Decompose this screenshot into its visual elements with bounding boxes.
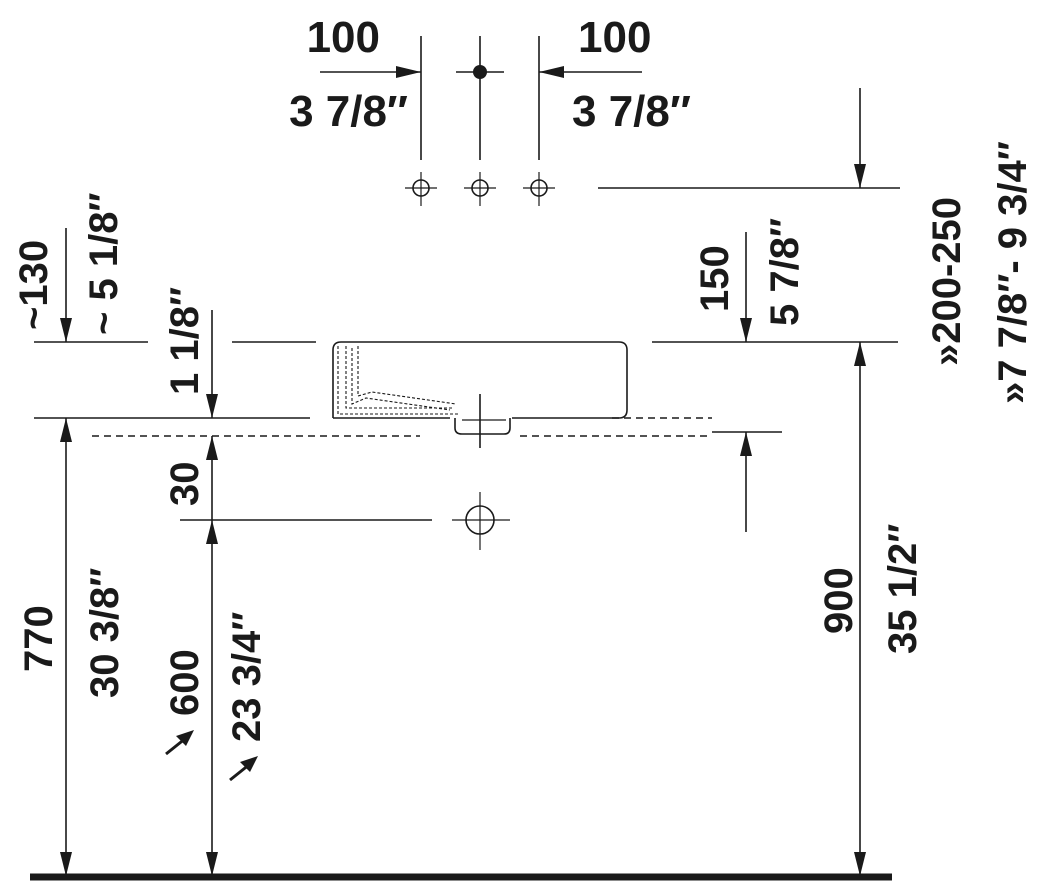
center-dot-icon [473, 65, 487, 79]
height-600-mm: 600 [163, 649, 207, 716]
countertop-lines [34, 417, 782, 437]
washbasin [332, 341, 628, 448]
height-900-dimension: 900 35 1/2″ [817, 342, 925, 876]
gap-dimension: 30 [163, 436, 432, 544]
right-range-dimension: »200-250 »7 7/8″- 9 3/4″ [854, 88, 1035, 404]
height-900-mm: 900 [817, 567, 861, 634]
arrow-up-right-icon [229, 756, 258, 782]
arrow-up-right-icon [165, 730, 194, 756]
top-right-mm: 100 [578, 13, 651, 62]
tap-holes [405, 172, 900, 206]
tap-hole-icon [523, 172, 555, 206]
left-overhang-mm: ~130 [12, 240, 56, 330]
height-770-in: 30 3/8″ [83, 568, 127, 698]
right-range-in: »7 7/8″- 9 3/4″ [991, 141, 1035, 404]
height-600-dimension: 600 23 3/4″ [163, 520, 269, 876]
right-150-in: 5 7/8″ [763, 218, 807, 326]
gap-mm: 30 [163, 462, 207, 507]
top-right-in: 3 7/8″ [572, 87, 691, 136]
waste-outlet-icon [452, 492, 510, 550]
rim-dimension: 1 1/8″ [163, 287, 316, 418]
height-900-in: 35 1/2″ [881, 524, 925, 654]
height-770-mm: 770 [17, 605, 61, 672]
right-150-dimension: 150 5 7/8″ [652, 218, 898, 532]
left-overhang-dimension: ~130 ~ 5 1/8″ [12, 192, 148, 343]
top-left-mm: 100 [307, 13, 380, 62]
height-770-dimension: 770 30 3/8″ [17, 418, 127, 876]
height-600-in: 23 3/4″ [225, 612, 269, 742]
tap-hole-spacing: 100 3 7/8″ 100 3 7/8″ [289, 13, 691, 160]
rim-in: 1 1/8″ [163, 287, 207, 395]
top-left-in: 3 7/8″ [289, 87, 408, 136]
tap-hole-icon [464, 172, 496, 206]
left-overhang-in: ~ 5 1/8″ [82, 192, 126, 335]
right-150-mm: 150 [693, 245, 737, 312]
tap-hole-icon [405, 172, 437, 206]
right-range-mm: »200-250 [925, 197, 969, 366]
